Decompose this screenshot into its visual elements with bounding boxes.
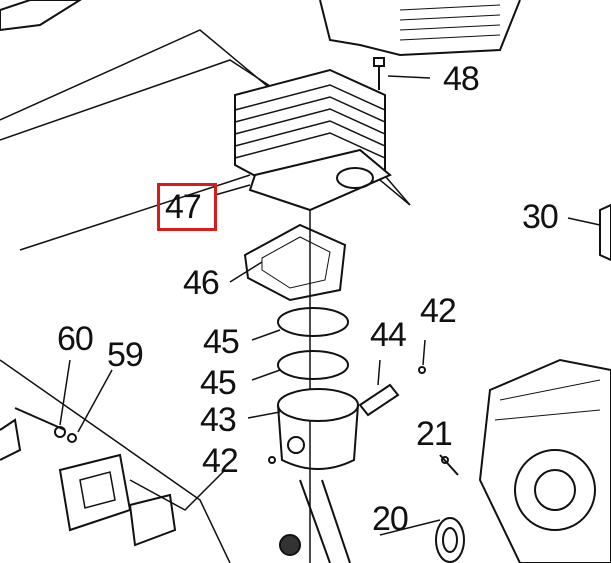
part-label-59: 59 bbox=[107, 336, 144, 374]
intake-assembly bbox=[0, 359, 177, 547]
part-label-45-upper: 45 bbox=[203, 323, 240, 361]
part-label-21: 21 bbox=[416, 415, 453, 453]
part-label-30: 30 bbox=[522, 198, 559, 236]
screw-21 bbox=[439, 454, 459, 476]
part-label-44: 44 bbox=[370, 316, 407, 354]
part-label-47: 47 bbox=[165, 188, 202, 226]
part-label-45-lower: 45 bbox=[200, 364, 237, 402]
gasket-46 bbox=[229, 223, 347, 302]
part-label-48: 48 bbox=[443, 60, 480, 98]
bearing-20 bbox=[379, 517, 465, 563]
highlight-box-47 bbox=[157, 183, 217, 231]
crankcase bbox=[478, 203, 611, 563]
part-label-60: 60 bbox=[57, 320, 94, 358]
part-label-42-left: 42 bbox=[202, 442, 239, 480]
piston-pin-44 bbox=[358, 339, 426, 417]
piston-rings-45 bbox=[251, 307, 349, 381]
part-label-20: 20 bbox=[372, 500, 409, 538]
part-label-46: 46 bbox=[183, 264, 220, 302]
connecting-rod bbox=[279, 479, 351, 563]
engine-housing-top bbox=[0, 0, 521, 57]
cylinder-47 bbox=[214, 68, 392, 212]
piston-43 bbox=[247, 388, 359, 470]
part-label-42-right: 42 bbox=[420, 292, 457, 330]
part-label-43: 43 bbox=[200, 401, 237, 439]
bolt-48 bbox=[373, 57, 431, 90]
